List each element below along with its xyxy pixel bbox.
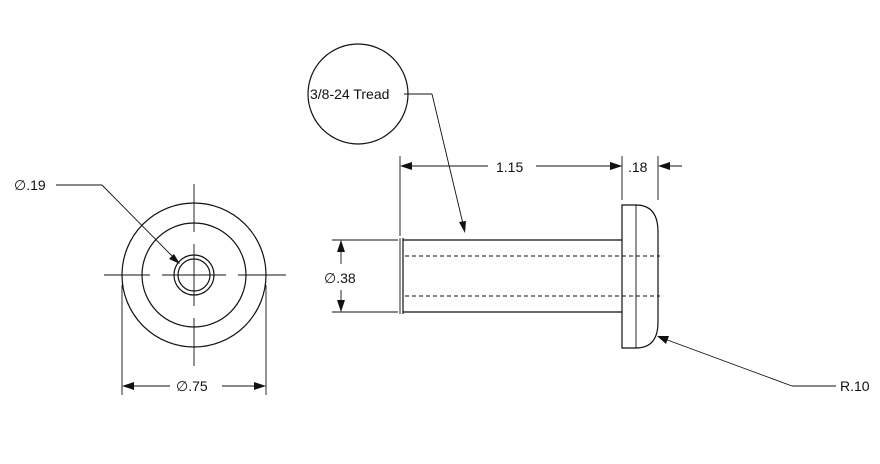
shaft-diameter-dimension — [332, 239, 398, 313]
side-view: 3/8-24 Tread 1.15 .18 — [307, 43, 870, 394]
shaft-diameter-label: ∅.38 — [324, 270, 356, 286]
head-radius-label: R.10 — [840, 378, 870, 394]
hole-diameter-label: ∅.19 — [14, 177, 46, 193]
hole-diameter-leader — [56, 184, 180, 264]
center-mark — [104, 184, 286, 366]
outer-diameter-dimension — [121, 285, 267, 395]
front-view: ∅.19 ∅.75 — [14, 177, 286, 395]
shaft-length-label: 1.15 — [496, 159, 523, 175]
outer-diameter-label: ∅.75 — [176, 378, 208, 394]
head-thickness-label: .18 — [628, 159, 648, 175]
shaft — [399, 238, 660, 314]
head — [621, 204, 659, 349]
head-thickness-dimension — [603, 156, 682, 200]
head-radius-leader — [657, 336, 836, 387]
thread-callout-label: 3/8-24 Tread — [310, 86, 389, 102]
thread-callout-leader — [404, 93, 466, 233]
